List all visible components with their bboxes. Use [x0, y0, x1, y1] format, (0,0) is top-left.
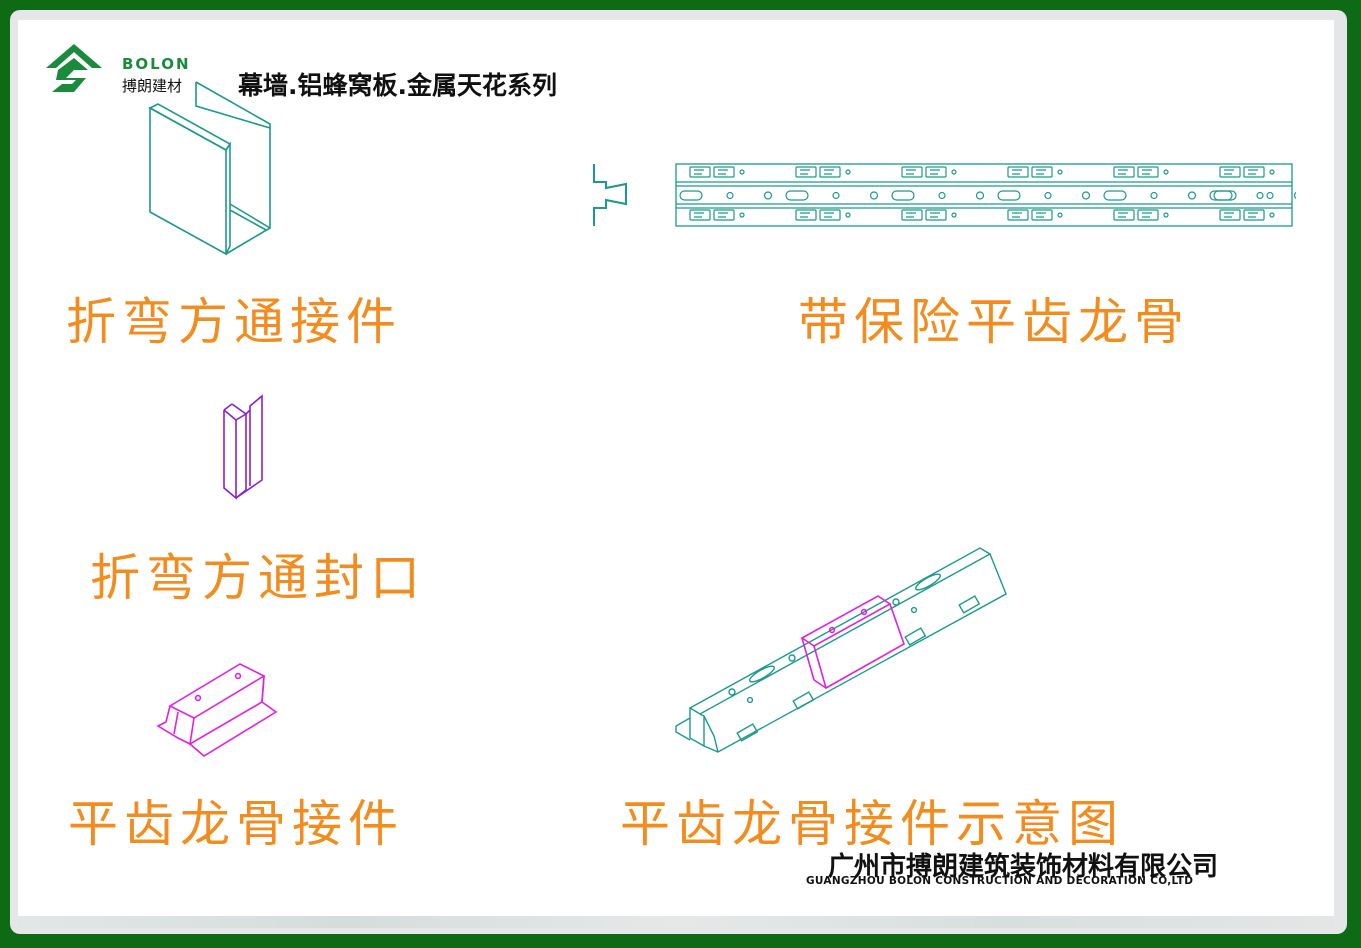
footer-strip [18, 916, 1334, 928]
company-name-cn: 广州市搏朗建筑装饰材料有限公司 [828, 852, 1219, 882]
brand-cn: 搏朗建材 [122, 77, 183, 95]
company-name-en: GUANGZHOU BOLON CONSTRUCTION AND DECORAT… [806, 875, 1194, 887]
label-flat-keel-with-insurance: 带保险平齿龙骨 [798, 293, 1190, 351]
label-bent-tube-cap: 折弯方通封口 [90, 549, 426, 607]
label-flat-keel-connector-diagram: 平齿龙骨接件示意图 [620, 795, 1124, 853]
keel-profile-drawing [593, 164, 627, 226]
label-bent-tube-connector: 折弯方通接件 [66, 293, 402, 351]
bent-tube-connector-drawing [148, 81, 271, 256]
series-title: 幕墙.铝蜂窝板.金属天花系列 [238, 71, 557, 100]
bolon-logo-icon [46, 44, 102, 92]
brand-latin: BOLON [122, 55, 191, 73]
label-flat-keel-connector: 平齿龙骨接件 [68, 795, 404, 853]
flat-keel-connector-drawing [156, 663, 278, 757]
bent-tube-cap-drawing [223, 394, 263, 500]
flat-keel-plan-drawing [675, 163, 1296, 227]
assembly-diagram-drawing [675, 547, 1007, 754]
